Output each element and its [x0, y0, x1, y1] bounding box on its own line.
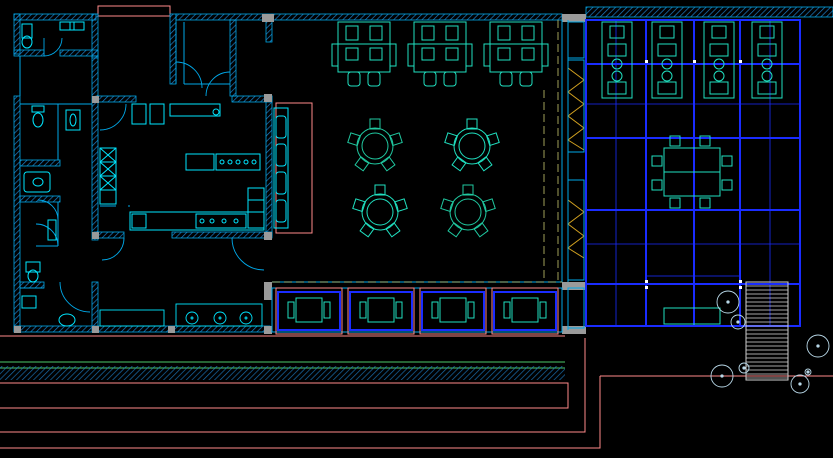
top-table [331, 21, 397, 87]
round-table [347, 118, 403, 172]
round-table [352, 184, 408, 238]
columns [14, 14, 586, 334]
top-right-hatch [586, 7, 833, 17]
dashed-lines [272, 20, 562, 283]
door-swings [35, 37, 265, 313]
kitchen-equipment [99, 103, 265, 231]
top-table [483, 21, 549, 87]
tree-symbol [710, 364, 734, 388]
tree-symbol [790, 374, 810, 394]
terrace-table [703, 21, 735, 99]
terrace-grid [585, 19, 801, 327]
tree-symbol [730, 314, 746, 330]
sidewalk-hatch [0, 366, 565, 380]
booth [347, 287, 415, 335]
trees [710, 290, 830, 394]
tree-symbol [804, 368, 812, 376]
tree-symbol [806, 334, 830, 358]
tree-symbol [716, 290, 740, 314]
booth [419, 287, 487, 335]
top-table [407, 21, 473, 87]
planters [99, 303, 263, 327]
window-zigzags [567, 67, 585, 259]
round-dining-tables [347, 118, 500, 238]
terrace-center-table [651, 135, 733, 209]
bar-counter [273, 107, 289, 229]
booth [491, 287, 559, 335]
stairs [745, 281, 789, 381]
terrace-table [651, 21, 683, 99]
round-table [444, 118, 500, 172]
booth-tables [275, 287, 559, 335]
round-table [440, 184, 496, 238]
toilet-fixtures [21, 21, 85, 327]
tree-symbol [738, 362, 750, 374]
terrace-bench [663, 307, 721, 325]
terrace-tables [601, 21, 783, 99]
booth [275, 287, 343, 335]
terrace-table [601, 21, 633, 99]
grid-markers [645, 60, 742, 289]
site-boundary-lines [0, 5, 833, 449]
top-dining-tables [331, 21, 549, 87]
terrace-table [751, 21, 783, 99]
